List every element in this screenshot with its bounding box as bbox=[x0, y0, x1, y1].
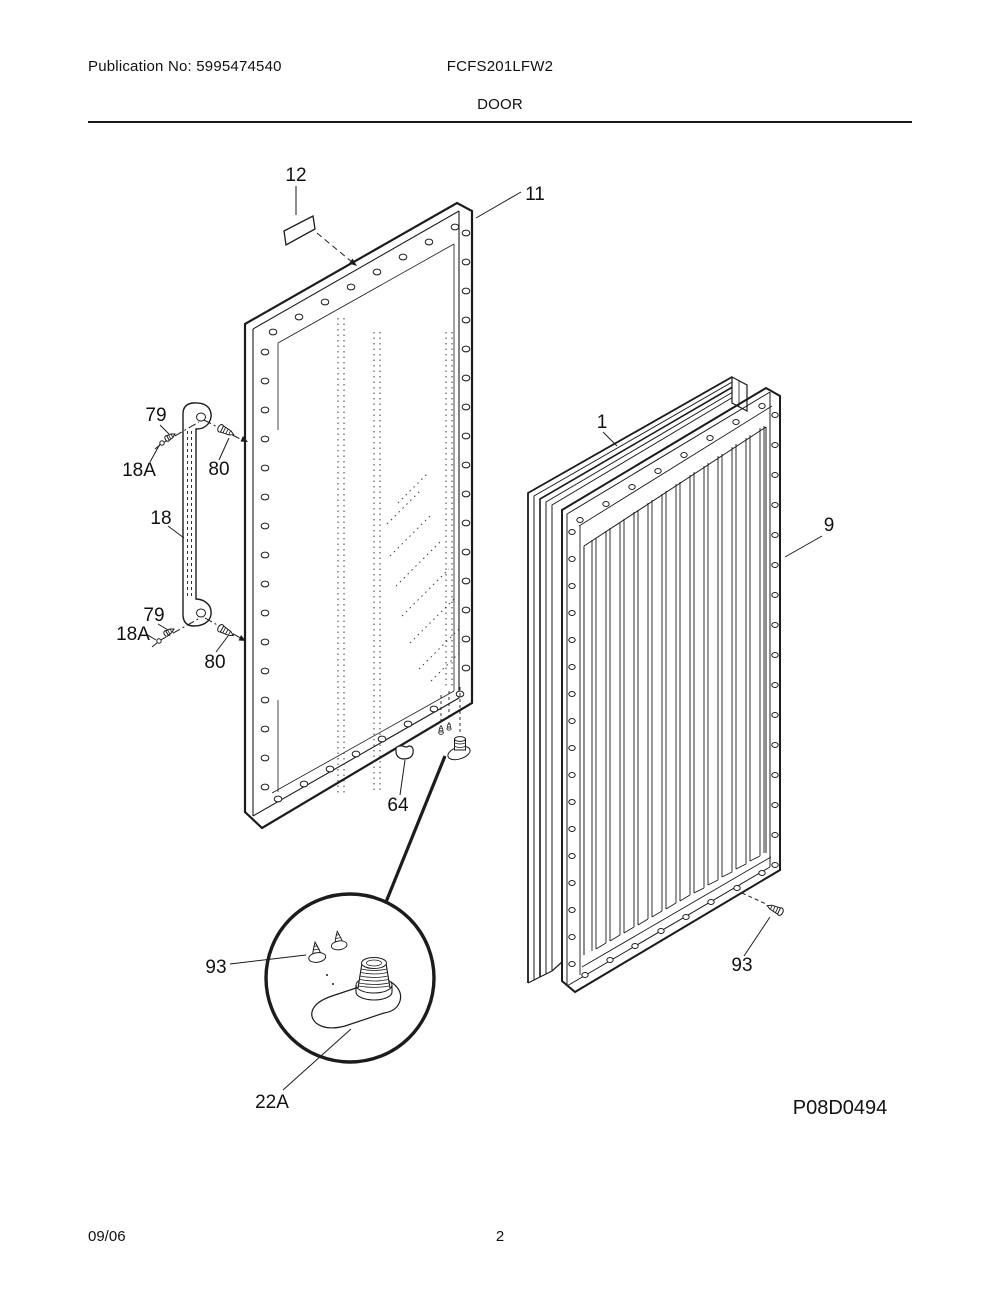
bottom-hinge-parts bbox=[384, 687, 471, 903]
callout-80-bottom: 80 bbox=[204, 652, 225, 673]
diagram-code: P08D0494 bbox=[793, 1097, 888, 1119]
callout-18: 18 bbox=[150, 508, 171, 529]
door-handle bbox=[182, 402, 212, 627]
callout-22a: 22A bbox=[255, 1092, 289, 1113]
callout-79-top: 79 bbox=[145, 405, 166, 426]
hinge-plate-22a bbox=[311, 981, 402, 1029]
handle-fasteners-bottom bbox=[151, 617, 246, 648]
callout-11: 11 bbox=[525, 184, 545, 205]
washer-18a-bottom bbox=[156, 638, 162, 644]
screw-79-top bbox=[163, 430, 177, 443]
callout-80-top: 80 bbox=[208, 459, 229, 480]
door-screw-holes bbox=[260, 223, 471, 803]
door-label-plate bbox=[283, 186, 357, 266]
screw-80-bottom bbox=[215, 622, 236, 640]
footer-page-number: 2 bbox=[495, 1228, 505, 1245]
callout-64: 64 bbox=[387, 795, 409, 816]
callout-79-bottom: 79 bbox=[143, 605, 164, 626]
page-section-title: DOOR bbox=[477, 96, 523, 113]
door-gasket bbox=[527, 376, 748, 984]
callout-18a-top: 18A bbox=[122, 460, 156, 481]
detail-leader-line bbox=[384, 755, 447, 903]
handle-fasteners-top bbox=[154, 419, 248, 450]
panel-ribs bbox=[591, 426, 765, 951]
callout-93-right: 93 bbox=[731, 955, 752, 976]
model-number: FCFS201LFW2 bbox=[446, 58, 554, 75]
hinge-pin-22a bbox=[355, 957, 393, 1001]
screw-80-top bbox=[216, 423, 236, 439]
callout-93-left: 93 bbox=[205, 957, 226, 978]
hinge-detail-circle bbox=[264, 892, 436, 1064]
publication-number: Publication No: 5995474540 bbox=[88, 58, 282, 75]
washer-18a-top bbox=[159, 440, 165, 446]
inner-door-panel bbox=[561, 386, 781, 994]
screw-93-right bbox=[741, 892, 785, 917]
callout-9: 9 bbox=[824, 515, 835, 536]
panel-screw-holes bbox=[568, 403, 779, 978]
footer-date: 09/06 bbox=[88, 1228, 126, 1245]
hinge-screw-2 bbox=[446, 722, 452, 731]
header-divider bbox=[88, 121, 912, 123]
callout-1: 1 bbox=[597, 412, 608, 433]
callout-leader-lines bbox=[145, 191, 823, 1091]
callout-12: 12 bbox=[285, 165, 306, 186]
callout-18a-bottom: 18A bbox=[116, 624, 150, 645]
hinge-screw-1 bbox=[438, 725, 444, 735]
grommet-64 bbox=[395, 745, 414, 760]
outer-door-panel bbox=[243, 201, 474, 830]
